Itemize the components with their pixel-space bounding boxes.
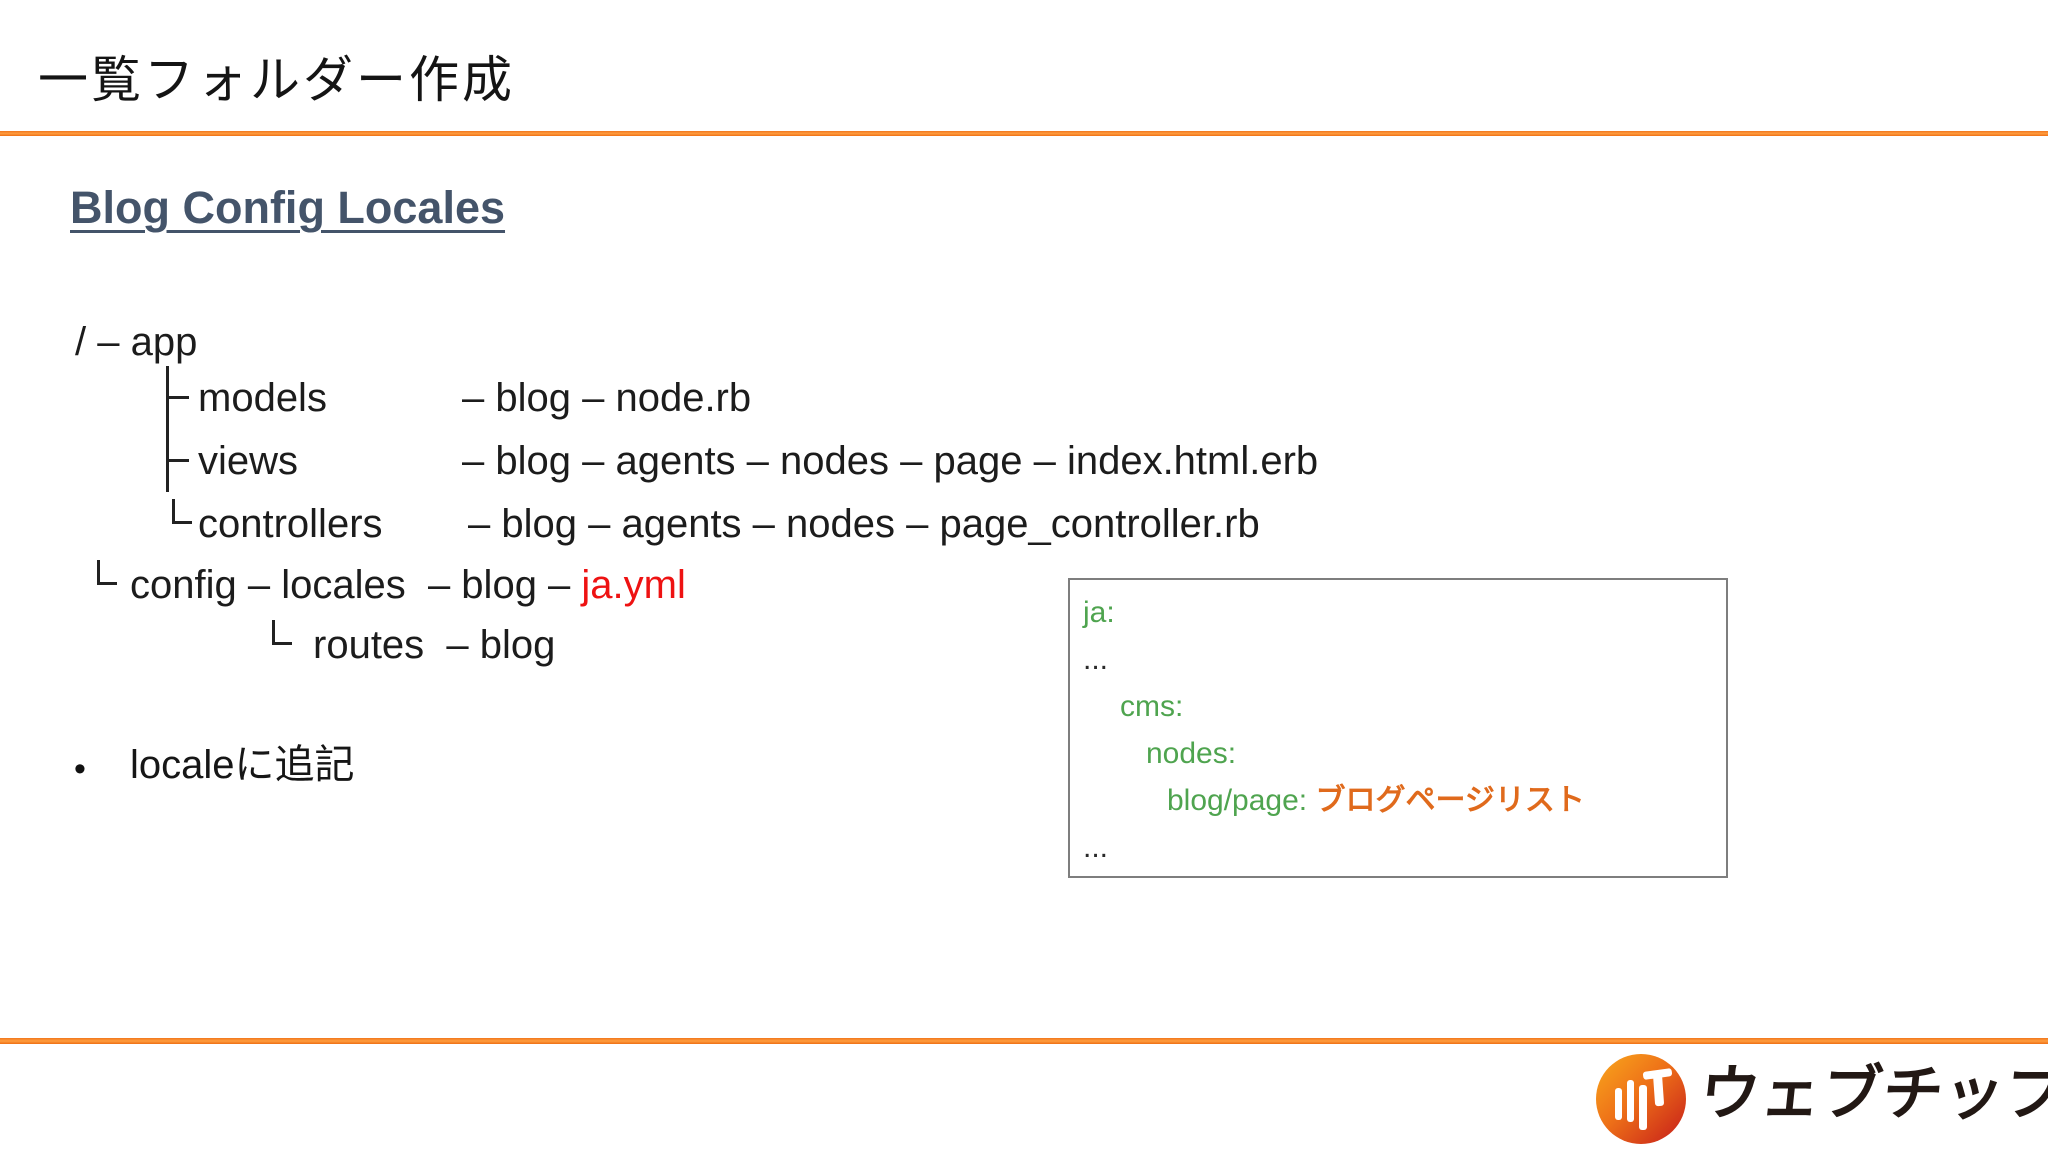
tree-branch-tick-models: [166, 396, 189, 399]
tree-label-controllers: controllers: [198, 502, 383, 546]
logo-text: ウェブチップス: [1696, 1060, 2048, 1127]
tree-path-models: – blog – node.rb: [462, 376, 752, 420]
bottom-divider: [0, 1038, 2048, 1044]
tree-config-highlight-ja-yml: ja.yml: [581, 563, 686, 607]
tree-trunk-line: [166, 366, 169, 492]
logo-bar-icon: [1639, 1085, 1647, 1130]
bullet-text: localeに追記: [130, 743, 355, 787]
code-value-blog-page-list: ブログページリスト: [1315, 784, 1585, 817]
code-line-ja: ja:: [1083, 596, 1115, 629]
top-divider: [0, 131, 2048, 136]
webchips-circle-icon: [1596, 1054, 1686, 1144]
bullet-marker: •: [74, 750, 86, 788]
tree-elbow-controllers: [172, 499, 192, 524]
tree-branch-tick-views: [166, 459, 189, 462]
tree-row-config: config – locales – blog – ja.yml: [130, 564, 686, 606]
code-line-cms: cms:: [1120, 690, 1184, 723]
tree-row-routes: routes – blog: [313, 623, 556, 667]
code-line-nodes: nodes:: [1146, 737, 1237, 770]
page-title: 一覧フォルダー作成: [38, 52, 515, 108]
tree-config-prefix: config – locales – blog –: [130, 563, 582, 607]
code-key-blog-page: blog/page:: [1167, 784, 1316, 817]
yaml-code-box: ja: ... cms: nodes: blog/page: ブログページリスト…: [1068, 578, 1728, 878]
code-line-blog-page: blog/page: ブログページリスト: [1070, 777, 1726, 824]
tree-elbow-config: [97, 560, 117, 585]
tree-root: / – app: [75, 320, 198, 364]
code-line-ellipsis-top: ...: [1083, 643, 1109, 676]
section-heading: Blog Config Locales: [70, 182, 506, 233]
logo-bar-icon: [1627, 1080, 1634, 1122]
tree-path-controllers: – blog – agents – nodes – page_controlle…: [468, 502, 1260, 546]
logo-bar-icon: [1615, 1088, 1622, 1120]
tree-label-views: views: [198, 439, 299, 483]
tree-elbow-routes: [272, 620, 292, 645]
code-line-ellipsis-bottom: ...: [1083, 831, 1109, 864]
tree-path-views: – blog – agents – nodes – page – index.h…: [462, 439, 1319, 483]
tree-label-models: models: [198, 376, 327, 420]
